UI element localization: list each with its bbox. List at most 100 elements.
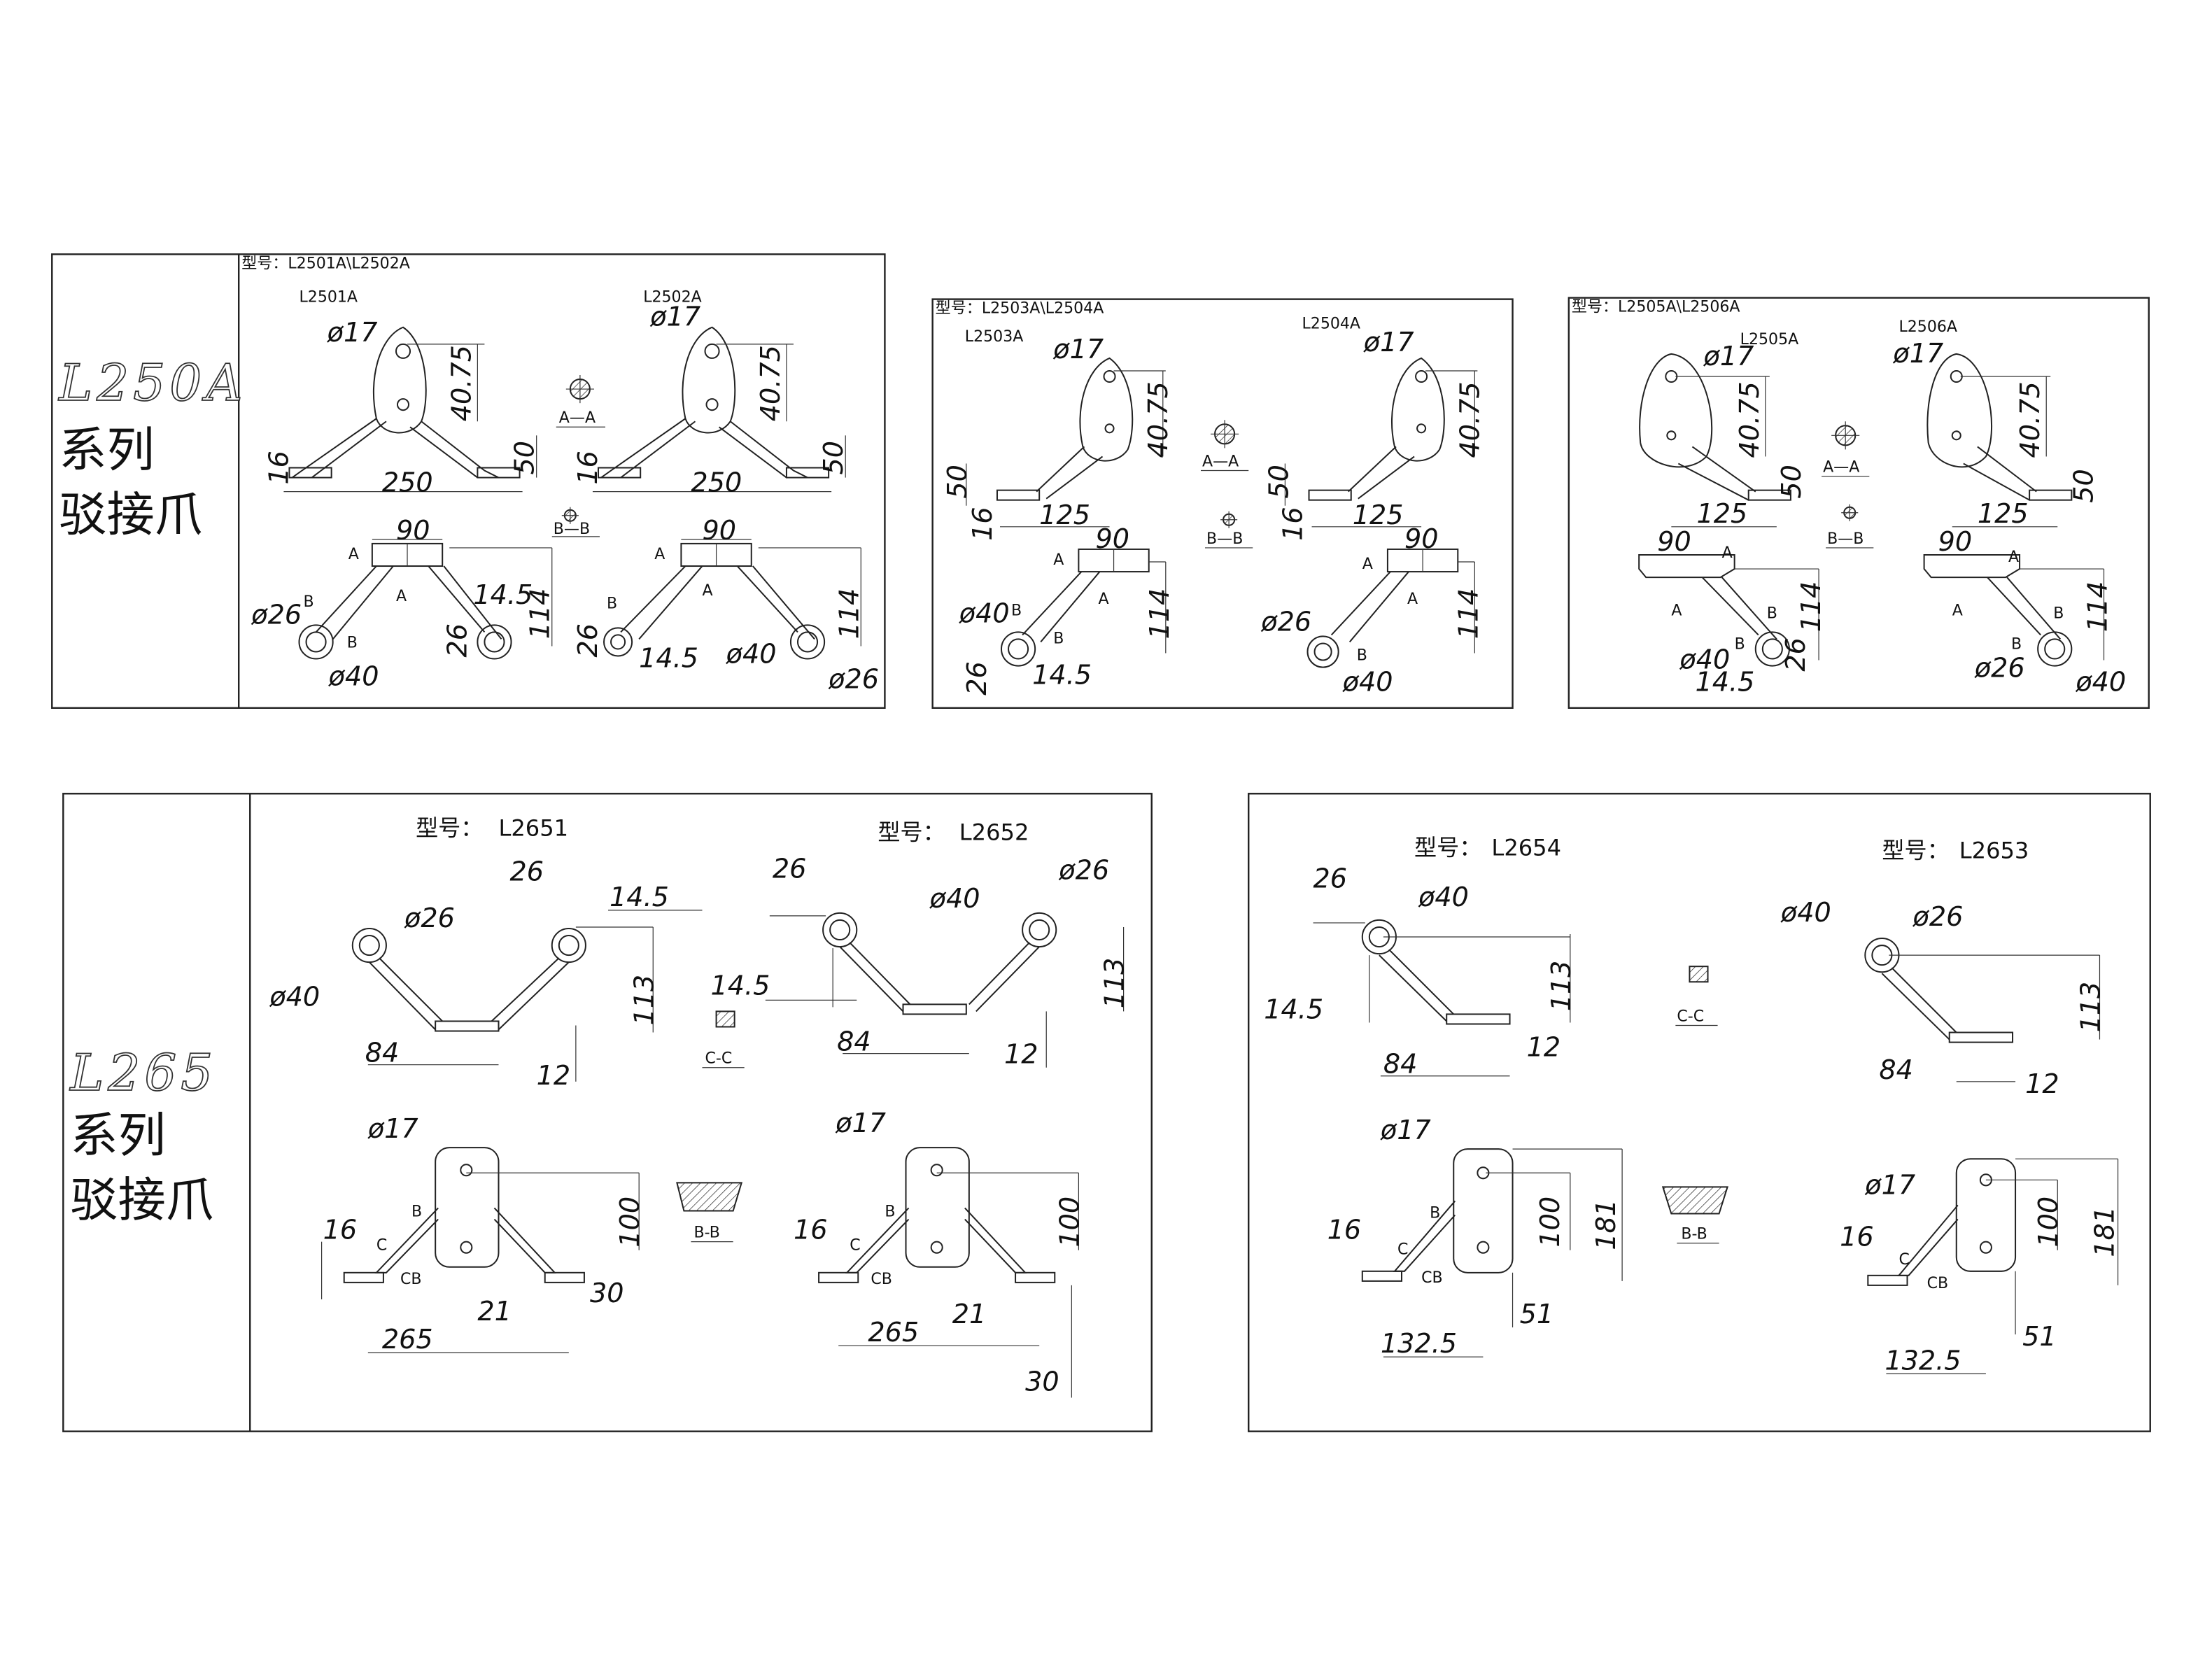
dim-height: 114 bbox=[1453, 588, 1484, 640]
section-mark: B bbox=[1011, 602, 1022, 619]
dim-thickness: 30 bbox=[590, 1278, 624, 1308]
model-label-l2651: L2651 bbox=[498, 814, 568, 841]
dim-thickness: 16 bbox=[263, 451, 294, 485]
dim-height: 114 bbox=[833, 588, 864, 640]
part-label-l2502a: L2502A bbox=[643, 289, 702, 306]
dim-thickness: 26 bbox=[961, 661, 992, 696]
dim-diameter: ø40 bbox=[1679, 644, 1730, 675]
dim-diameter: ø40 bbox=[269, 981, 320, 1012]
model-label-l2653: L2653 bbox=[1959, 838, 2029, 864]
dim-width: 90 bbox=[1095, 523, 1129, 554]
side-view-l2506a bbox=[1923, 553, 2105, 667]
section-mark: A bbox=[1952, 602, 1963, 619]
section-mark: B bbox=[2011, 635, 2022, 653]
section-mark: CB bbox=[871, 1271, 892, 1288]
dim-offset: 14.5 bbox=[473, 579, 533, 610]
dim-thickness: 16 bbox=[1840, 1222, 1874, 1252]
dim-diameter: ø40 bbox=[1342, 667, 1393, 698]
dim-height: 114 bbox=[525, 588, 556, 640]
model-prefix: 型号： bbox=[1414, 835, 1481, 861]
dim-span: 84 bbox=[1383, 1049, 1418, 1080]
dim-pitch: 26 bbox=[773, 854, 807, 884]
section-mark: A bbox=[1407, 591, 1418, 608]
section-symbol-c bbox=[1675, 966, 1718, 1026]
dim-height-total: 181 bbox=[2090, 1206, 2120, 1257]
dim-height: 113 bbox=[1099, 958, 1130, 1009]
dim-height: 114 bbox=[1796, 581, 1826, 633]
top-view-l2651 bbox=[351, 910, 703, 1082]
top-view-l2504a bbox=[1284, 357, 1478, 528]
dim-span: 125 bbox=[1353, 500, 1404, 530]
section-mark: CB bbox=[400, 1271, 422, 1288]
top-view-l2506a bbox=[1926, 353, 2073, 528]
part-label-l2501a: L2501A bbox=[299, 289, 358, 306]
section-symbol-a bbox=[556, 375, 606, 428]
dim-diameter: ø26 bbox=[828, 664, 879, 695]
series-title-l265: L265 bbox=[69, 1044, 217, 1103]
dim-pitch: 26 bbox=[510, 856, 544, 887]
section-mark: B bbox=[1357, 647, 1367, 665]
dim-span: 84 bbox=[1879, 1054, 1913, 1085]
top-view-l2501a bbox=[283, 326, 537, 493]
section-mark: B bbox=[885, 1203, 895, 1221]
dim-width: 21 bbox=[477, 1296, 512, 1327]
series-title-l250a: L250A bbox=[57, 354, 246, 413]
dim-thickness: 16 bbox=[794, 1215, 828, 1245]
dim-width: 90 bbox=[1404, 523, 1439, 554]
dim-diameter: ø17 bbox=[835, 1108, 886, 1138]
dim-offset: 14.5 bbox=[639, 643, 698, 674]
dim-thickness: 26 bbox=[442, 623, 472, 658]
dim-offset: 14.5 bbox=[1695, 667, 1754, 698]
dim-width: 90 bbox=[703, 515, 737, 546]
dim-height: 40.75 bbox=[755, 345, 786, 421]
section-mark: A bbox=[703, 582, 713, 600]
dim-diameter: ø17 bbox=[1052, 334, 1104, 365]
series-name-line2: 驳接爪 bbox=[70, 1173, 213, 1229]
dim-span: 265 bbox=[382, 1324, 433, 1355]
dim-diameter: ø40 bbox=[929, 883, 980, 914]
section-label-a: A—A bbox=[559, 409, 596, 427]
dim-offset: 50 bbox=[2068, 469, 2099, 503]
top-view-l2505a bbox=[1639, 353, 1791, 528]
dim-thickness: 12 bbox=[1527, 1032, 1561, 1063]
dim-diameter: ø26 bbox=[1058, 855, 1109, 886]
panel-l2505a-l2506a: 型号：L2505A\L2506A L2505A L2506A ø17 40.75… bbox=[1568, 297, 2150, 709]
section-mark: A bbox=[2008, 549, 2019, 566]
top-view-l2503a bbox=[966, 357, 1166, 528]
part-label-l2503a: L2503A bbox=[965, 328, 1024, 346]
section-mark: B bbox=[607, 595, 617, 612]
dim-diameter: ø26 bbox=[1912, 901, 1964, 932]
section-mark: A bbox=[1722, 544, 1733, 562]
panel-l2503a-l2504a: 型号：L2503A\L2504A L2503A L2504A ø17 40.75… bbox=[931, 298, 1514, 709]
section-mark: C bbox=[376, 1237, 387, 1255]
side-view-l2505a bbox=[1638, 553, 1819, 667]
panel-l2651-l2652: L265 系列 驳接爪 型号： L2651 型号： L2652 ø26 26 1… bbox=[62, 793, 1153, 1432]
section-mark: C bbox=[850, 1237, 860, 1255]
dim-span: 250 bbox=[691, 467, 742, 498]
section-mark: A bbox=[348, 546, 359, 563]
dim-height: 113 bbox=[628, 975, 659, 1026]
dim-diameter: ø26 bbox=[1260, 606, 1311, 637]
dim-offset: 14.5 bbox=[711, 970, 770, 1001]
dim-offset: 50 bbox=[1263, 465, 1294, 499]
dim-height: 113 bbox=[1546, 961, 1577, 1012]
section-mark: C bbox=[1898, 1251, 1909, 1269]
panel-l2654-l2653: 型号： L2654 型号： L2653 26 ø40 14.5 113 84 1… bbox=[1248, 793, 2151, 1432]
dim-height: 100 bbox=[2033, 1197, 2064, 1248]
dim-span: 265 bbox=[868, 1317, 919, 1348]
section-mark: B bbox=[1735, 635, 1745, 653]
dim-diameter: ø26 bbox=[251, 599, 302, 630]
section-mark: A bbox=[396, 588, 407, 605]
panel-l2501a-l2502a: L250A 系列 驳接爪 型号：L2501A\L2502A L2501A L25… bbox=[51, 253, 886, 709]
side-view-l2654 bbox=[1361, 1148, 1623, 1357]
dim-thickness: 16 bbox=[323, 1215, 358, 1245]
dim-height: 40.75 bbox=[446, 345, 477, 421]
top-view-l2652 bbox=[765, 912, 1125, 1068]
dim-thickness: 26 bbox=[1780, 637, 1811, 672]
dim-width: 90 bbox=[1938, 526, 1973, 557]
dim-height: 40.75 bbox=[1454, 381, 1485, 458]
dim-span: 125 bbox=[1039, 500, 1090, 530]
series-name-line1: 系列 bbox=[70, 1108, 165, 1164]
section-mark: CB bbox=[1927, 1275, 1949, 1292]
dim-diameter: ø17 bbox=[1380, 1115, 1431, 1145]
